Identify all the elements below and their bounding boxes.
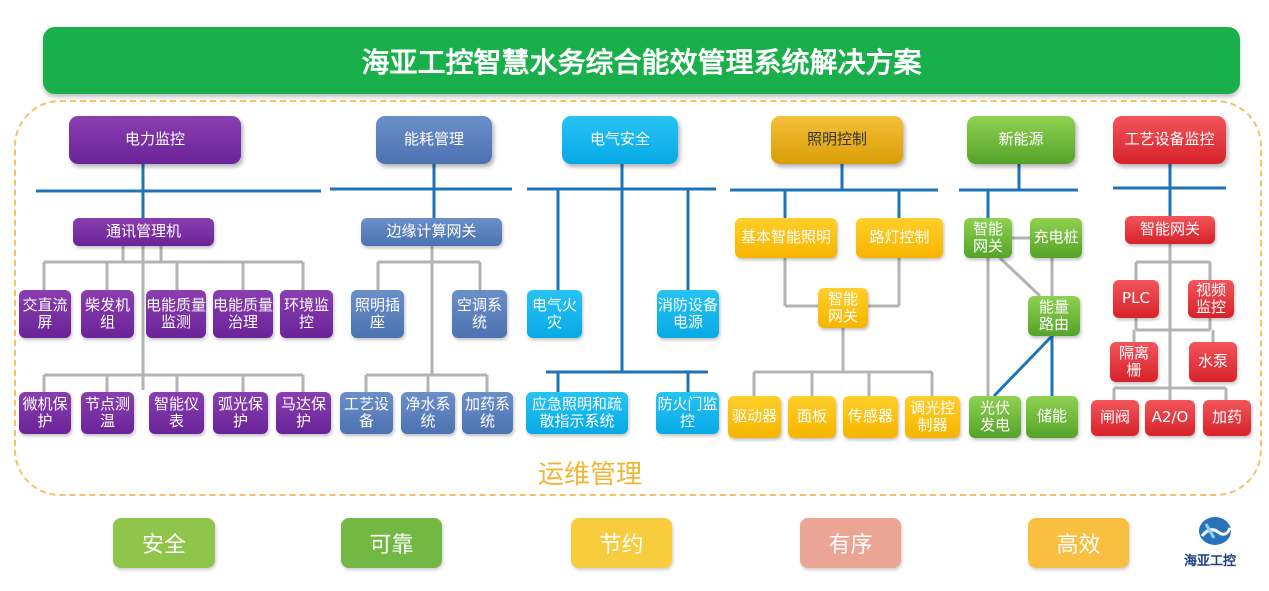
electric-node[interactable]: 电气火灾 (527, 290, 582, 338)
header-process-monitoring[interactable]: 工艺设备监控 (1113, 116, 1226, 164)
power-node[interactable]: 节点测温 (81, 392, 134, 434)
value-orderly: 有序 (800, 518, 901, 568)
lighting-node[interactable]: 路灯控制 (856, 218, 943, 258)
power-node[interactable]: 微机保护 (19, 392, 71, 434)
water-pump-box[interactable]: 水泵 (1189, 342, 1237, 382)
value-saving: 节约 (571, 518, 672, 568)
comm-manager-box[interactable]: 通讯管理机 (73, 218, 214, 246)
energy-node[interactable]: 空调系统 (452, 290, 507, 338)
electric-node[interactable]: 消防设备电源 (657, 290, 719, 338)
header-electrical-safety[interactable]: 电气安全 (562, 116, 678, 164)
process-gateway-box[interactable]: 智能网关 (1125, 216, 1215, 244)
lighting-node[interactable]: 面板 (788, 396, 836, 438)
lighting-node[interactable]: 基本智能照明 (735, 218, 837, 258)
charging-pile-box[interactable]: 充电桩 (1030, 218, 1082, 258)
logo-text: 海亚工控 (1184, 554, 1237, 569)
a2o-box[interactable]: A2/O (1145, 400, 1195, 436)
power-node[interactable]: 交直流屏 (19, 290, 71, 338)
header-power-monitoring[interactable]: 电力监控 (69, 116, 241, 164)
power-node[interactable]: 马达保护 (276, 392, 331, 434)
energy-node[interactable]: 加药系统 (462, 392, 513, 434)
pv-generation-box[interactable]: 光伏发电 (969, 396, 1021, 438)
plc-box[interactable]: PLC (1113, 280, 1159, 318)
energy-router-box[interactable]: 能量路由 (1028, 296, 1080, 336)
value-efficient: 高效 (1028, 518, 1129, 568)
lighting-node[interactable]: 传感器 (843, 396, 898, 438)
lighting-node[interactable]: 驱动器 (728, 396, 781, 438)
newenergy-gateway-box[interactable]: 智能网关 (964, 218, 1012, 258)
header-energy-management[interactable]: 能耗管理 (376, 116, 492, 164)
electric-node[interactable]: 防火门监控 (656, 392, 719, 434)
value-reliable: 可靠 (341, 518, 442, 568)
lighting-gateway-box[interactable]: 智能网关 (818, 288, 868, 328)
dosing-box[interactable]: 加药 (1203, 400, 1251, 436)
ops-management-label: 运维管理 (538, 460, 643, 490)
header-lighting-control[interactable]: 照明控制 (771, 116, 903, 164)
header-new-energy[interactable]: 新能源 (967, 116, 1075, 164)
page-title: 海亚工控智慧水务综合能效管理系统解决方案 (43, 27, 1240, 94)
ops-frame (14, 100, 1262, 496)
energy-storage-box[interactable]: 储能 (1026, 396, 1078, 438)
energy-node[interactable]: 净水系统 (401, 392, 455, 434)
value-safety: 安全 (113, 518, 215, 568)
gate-valve-box[interactable]: 闸阀 (1091, 400, 1139, 436)
lighting-node[interactable]: 调光控制器 (905, 396, 960, 438)
isolation-barrier-box[interactable]: 隔离栅 (1110, 342, 1158, 382)
power-node[interactable]: 柴发机组 (81, 290, 134, 338)
video-monitor-box[interactable]: 视频监控 (1188, 280, 1234, 318)
power-node[interactable]: 弧光保护 (213, 392, 268, 434)
energy-node[interactable]: 工艺设备 (340, 392, 393, 434)
power-node[interactable]: 电能质量治理 (213, 290, 273, 338)
power-node[interactable]: 智能仪表 (149, 392, 204, 434)
electric-node[interactable]: 应急照明和疏散指示系统 (526, 392, 628, 434)
company-logo-icon (1199, 517, 1232, 545)
power-node[interactable]: 电能质量监测 (146, 290, 206, 338)
power-node[interactable]: 环境监控 (280, 290, 333, 338)
edge-gateway-box[interactable]: 边缘计算网关 (361, 218, 502, 246)
energy-node[interactable]: 照明插座 (351, 290, 404, 338)
